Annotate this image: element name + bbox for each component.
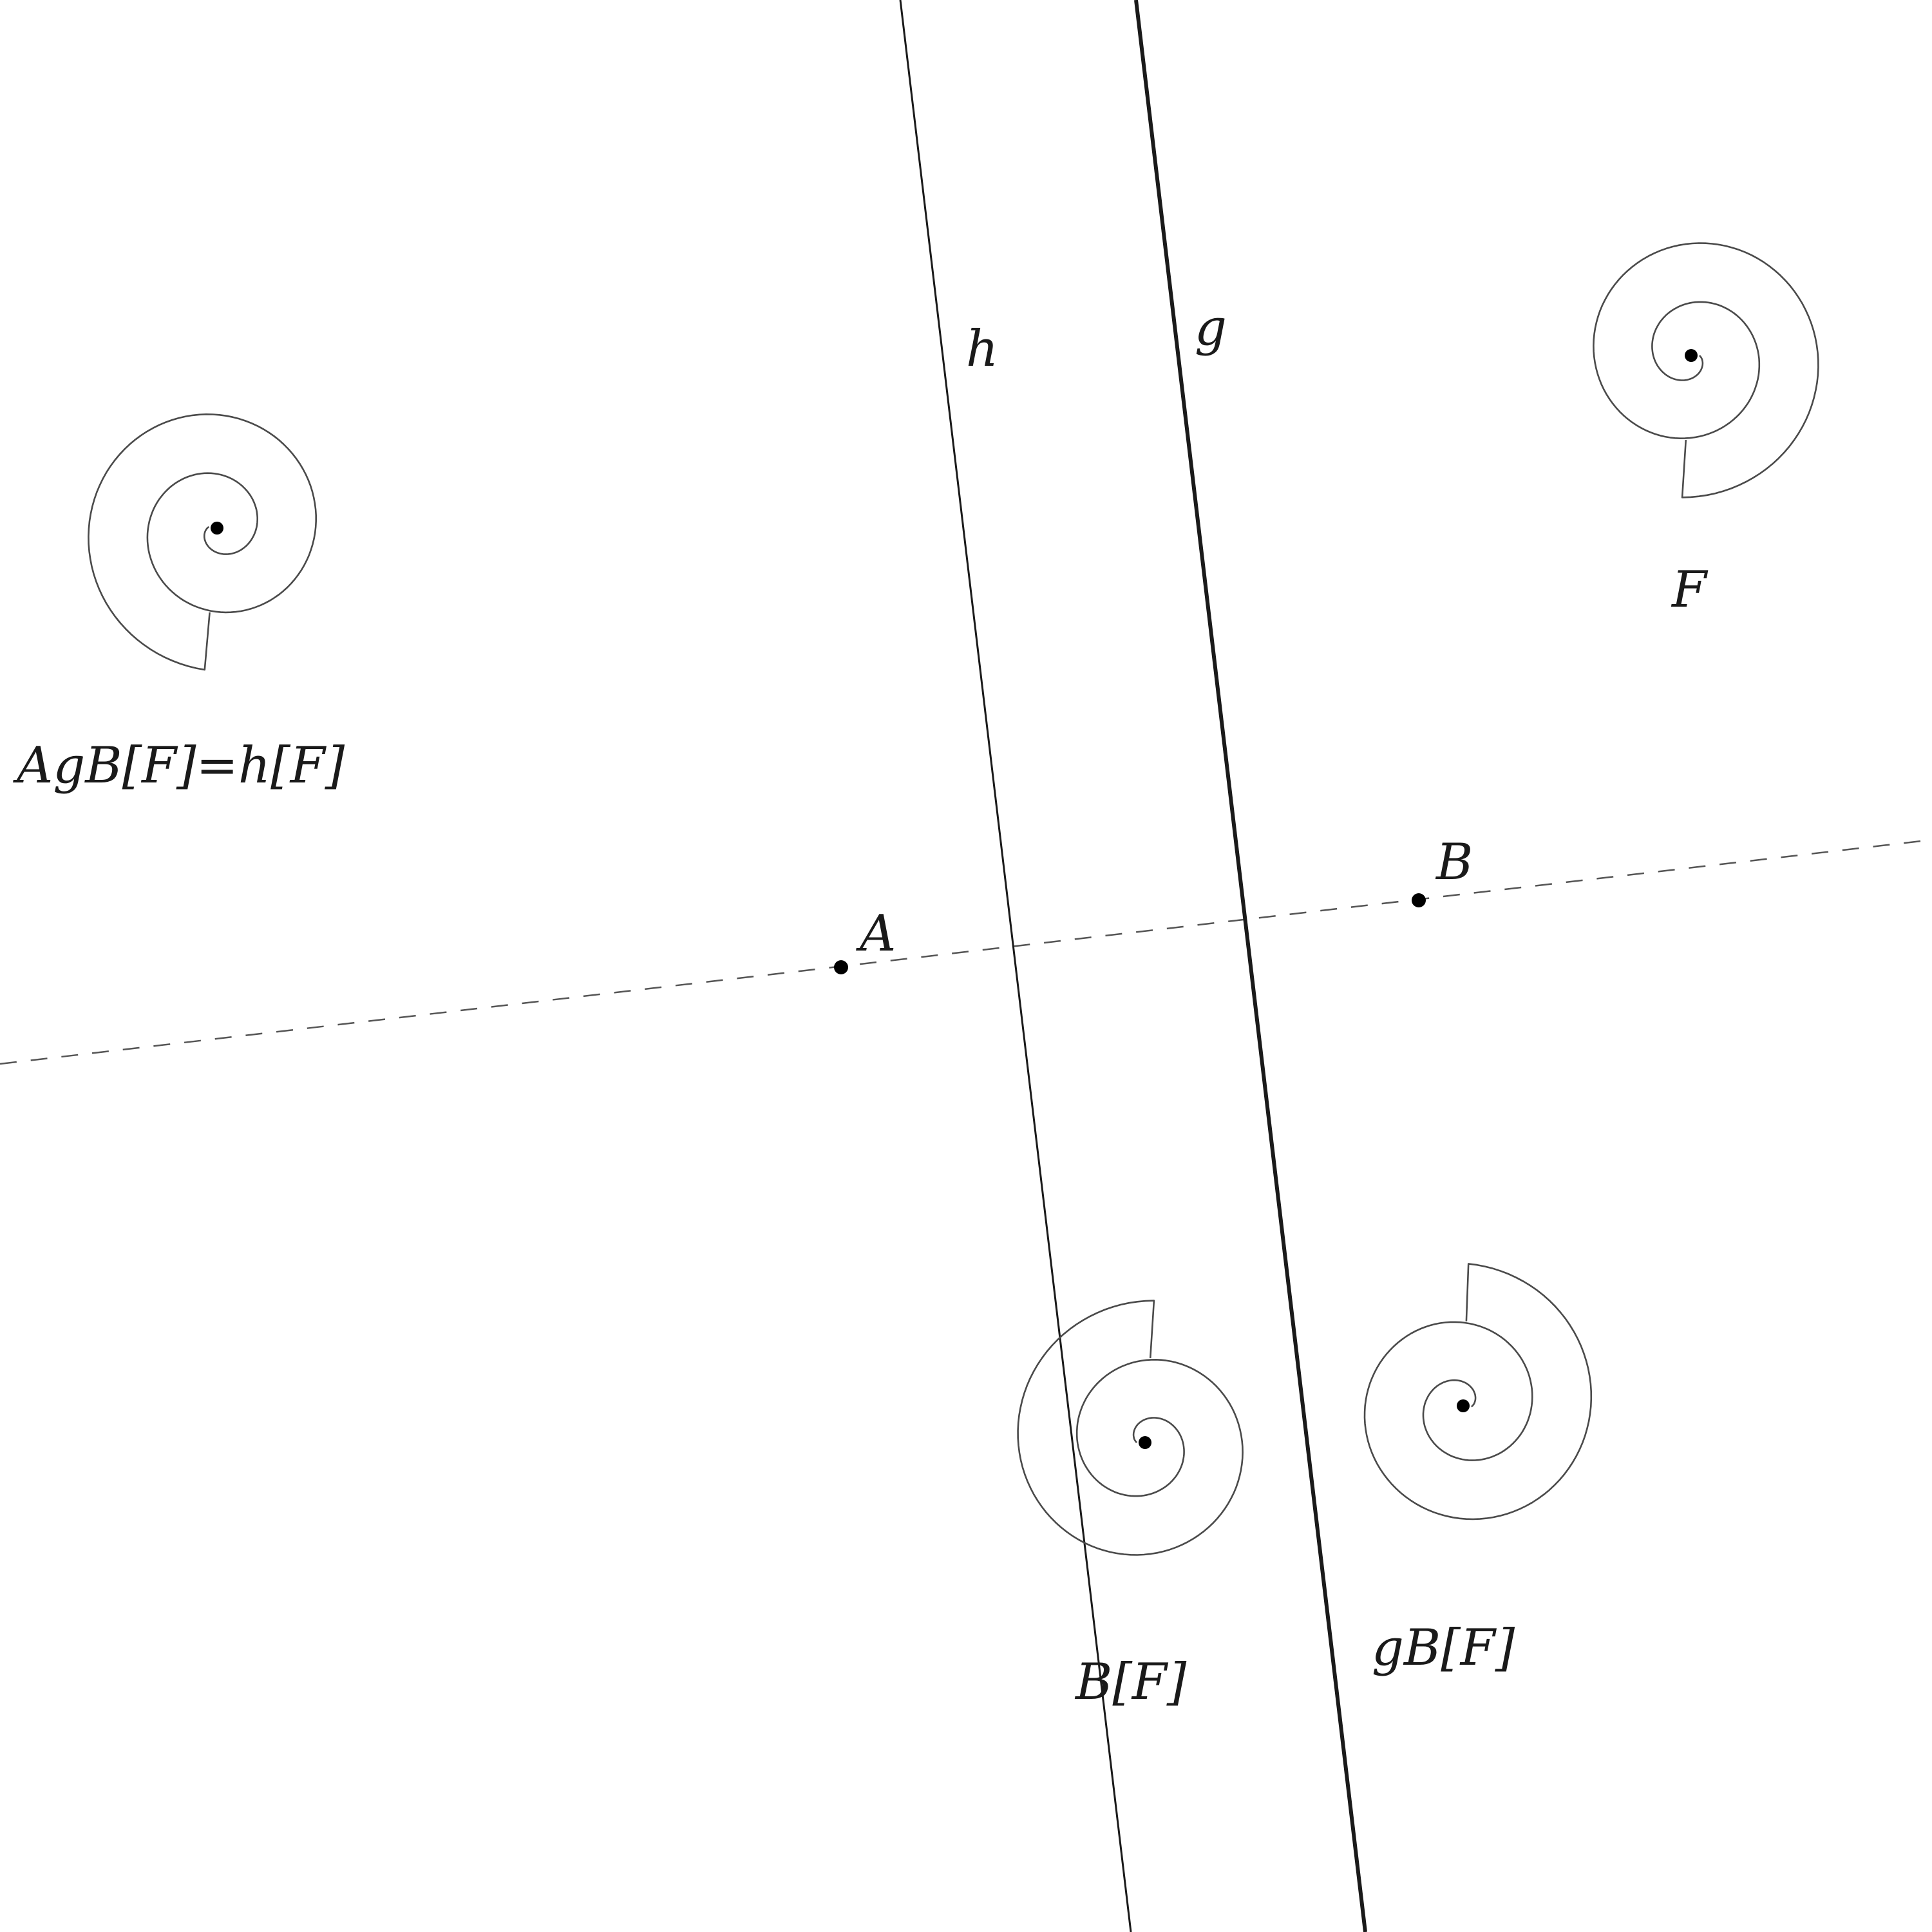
line-h-label: h <box>966 320 998 378</box>
figure-B-of-F-label: B[F] <box>1074 1653 1187 1711</box>
point-B-label: B <box>1435 833 1473 891</box>
spiral-gB-of-F-center <box>1457 1399 1470 1412</box>
spiral-F <box>1593 242 1819 498</box>
figure-gB-of-F-label: gB[F] <box>1372 1619 1515 1677</box>
line-h <box>899 0 1132 1932</box>
point-A <box>834 960 848 974</box>
figure-AgB-of-F-label: AgB[F]=h[F] <box>13 737 345 795</box>
point-A-label: A <box>856 905 896 963</box>
line-g <box>1134 0 1367 1932</box>
spiral-AgB-of-F <box>88 413 317 671</box>
figure-F-label: F <box>1671 561 1709 619</box>
line-g-label: g <box>1195 299 1227 357</box>
spiral-AgB-of-F-center <box>211 522 223 535</box>
spiral-F-center <box>1685 349 1698 362</box>
spiral-B-of-F-center <box>1139 1436 1151 1449</box>
spiral-B-of-F <box>1017 1300 1244 1556</box>
spiral-gB-of-F <box>1363 1263 1593 1520</box>
point-B <box>1412 893 1426 907</box>
line-AB-dashed <box>0 838 1932 1065</box>
